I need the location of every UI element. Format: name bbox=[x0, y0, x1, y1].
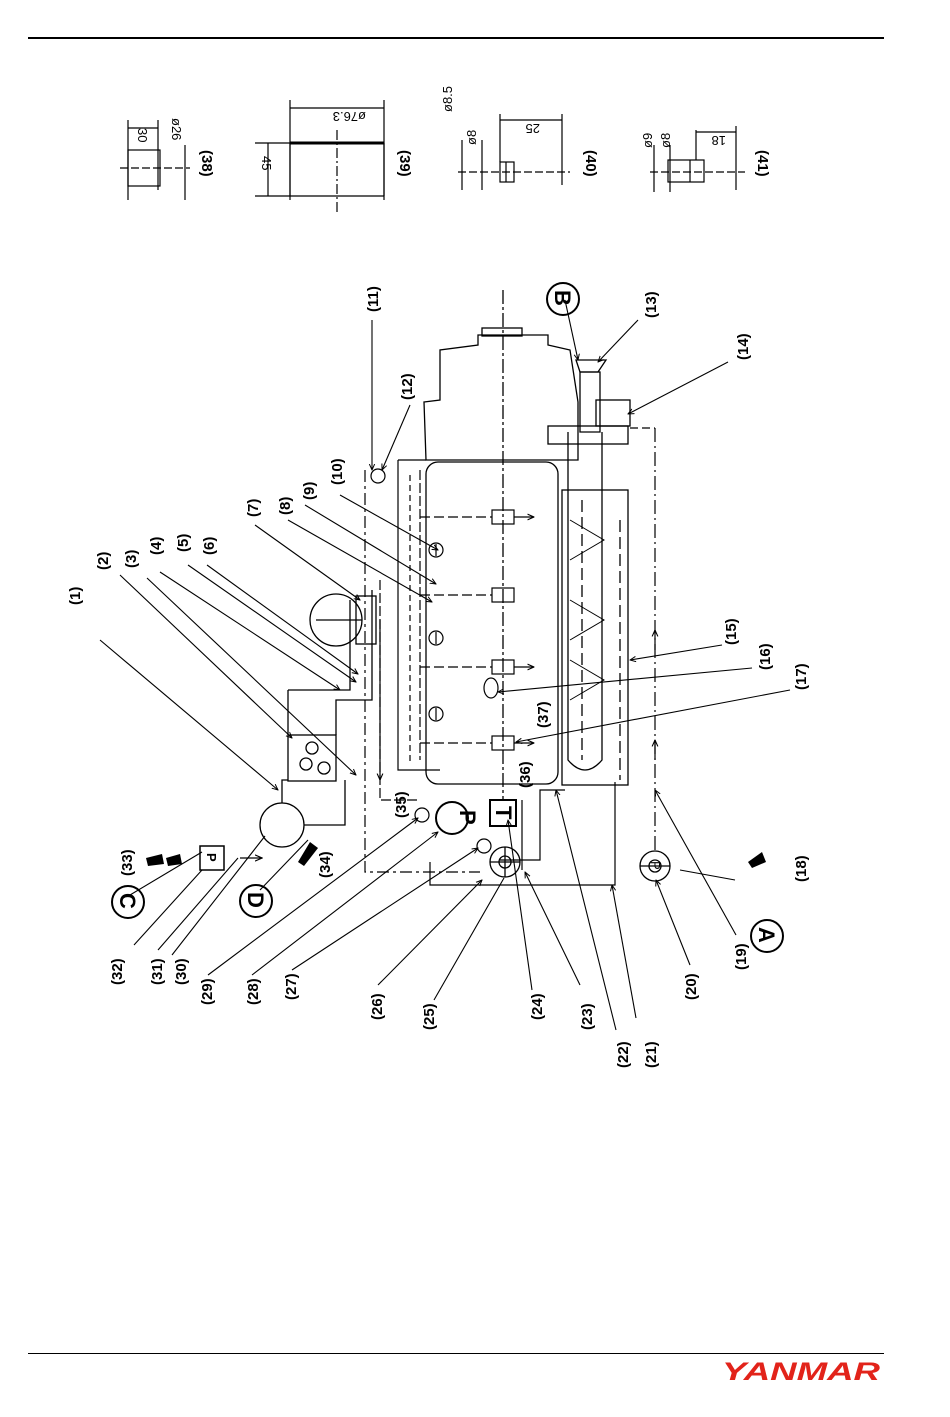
dim-41-diameter-inner: ø8 bbox=[658, 133, 673, 148]
left-components bbox=[240, 590, 376, 858]
callout-7: (7) bbox=[245, 499, 262, 517]
callout-17: (17) bbox=[793, 663, 810, 690]
callout-35: (35) bbox=[393, 791, 410, 818]
engine-block bbox=[424, 290, 578, 800]
callout-27: (27) bbox=[283, 973, 300, 1000]
leader-lines bbox=[100, 300, 790, 1030]
callout-28: (28) bbox=[245, 978, 262, 1005]
inlet-marks bbox=[146, 842, 766, 868]
pump-small-p-label: P bbox=[648, 861, 663, 870]
callout-34: (34) bbox=[317, 851, 334, 878]
dim-40-diameter-inner: ø8 bbox=[464, 130, 479, 145]
callout-22: (22) bbox=[615, 1041, 632, 1068]
callout-23: (23) bbox=[579, 1003, 596, 1030]
callout-29: (29) bbox=[199, 978, 216, 1005]
callout-2: (2) bbox=[95, 552, 112, 570]
connection-b: B bbox=[550, 290, 575, 306]
callout-16: (16) bbox=[757, 643, 774, 670]
callout-26: (26) bbox=[369, 993, 386, 1020]
callout-21: (21) bbox=[643, 1041, 660, 1068]
connection-d: D bbox=[243, 892, 268, 908]
dim-40-diameter-outer: ø8.5 bbox=[440, 86, 455, 112]
callout-4: (4) bbox=[148, 537, 165, 555]
thermostat-t-label: T bbox=[491, 806, 516, 820]
misc-valves bbox=[371, 469, 491, 853]
callout-30: (30) bbox=[173, 958, 190, 985]
dim-41-length: 18 bbox=[712, 133, 726, 148]
callout-14: (14) bbox=[735, 333, 752, 360]
oil-pump-p-label: P bbox=[455, 810, 480, 825]
callout-18: (18) bbox=[793, 855, 810, 882]
part-40-drawing bbox=[458, 114, 570, 190]
callout-36: (36) bbox=[517, 761, 534, 788]
dim-38-diameter: ø26 bbox=[169, 118, 184, 140]
callout-33: (33) bbox=[119, 849, 136, 876]
callout-11: (11) bbox=[365, 286, 382, 312]
dim-39-diameter: ø76.3 bbox=[333, 109, 366, 124]
callout-20: (20) bbox=[683, 973, 700, 1000]
valve-icons bbox=[429, 543, 498, 721]
connection-circles bbox=[112, 283, 783, 952]
small-p-label: P bbox=[204, 853, 219, 862]
cylinder-nozzles bbox=[420, 510, 534, 750]
callout-15: (15) bbox=[723, 618, 740, 645]
callout-6: (6) bbox=[201, 537, 218, 555]
connection-c: C bbox=[115, 893, 140, 909]
dim-41-diameter-outer: ø9 bbox=[640, 133, 655, 148]
yanmar-logo: YANMAR bbox=[718, 1356, 884, 1390]
callout-37: (37) bbox=[535, 701, 552, 728]
callout-9: (9) bbox=[301, 482, 318, 500]
callout-39: (39) bbox=[396, 150, 413, 177]
yanmar-logo-text: YANMAR bbox=[722, 1358, 880, 1386]
heat-exchanger bbox=[548, 360, 630, 785]
callout-40: (40) bbox=[582, 150, 599, 177]
callout-31: (31) bbox=[149, 958, 166, 985]
callout-1: (1) bbox=[67, 587, 84, 605]
callout-10: (10) bbox=[329, 458, 346, 485]
callout-12: (12) bbox=[399, 373, 416, 400]
connection-a: A bbox=[754, 927, 779, 943]
dim-40-length: 25 bbox=[526, 121, 540, 136]
callout-24: (24) bbox=[529, 993, 546, 1020]
callout-8: (8) bbox=[277, 497, 294, 515]
dim-39-height: 45 bbox=[259, 156, 274, 170]
callout-38: (38) bbox=[198, 150, 215, 177]
dim-38-length: 30 bbox=[135, 128, 150, 142]
callout-3: (3) bbox=[123, 550, 140, 568]
callout-13: (13) bbox=[643, 291, 660, 318]
callout-32: (32) bbox=[109, 958, 126, 985]
callout-19: (19) bbox=[733, 943, 750, 970]
callout-5: (5) bbox=[175, 534, 192, 552]
callout-25: (25) bbox=[421, 1003, 438, 1030]
callout-41: (41) bbox=[754, 150, 771, 177]
